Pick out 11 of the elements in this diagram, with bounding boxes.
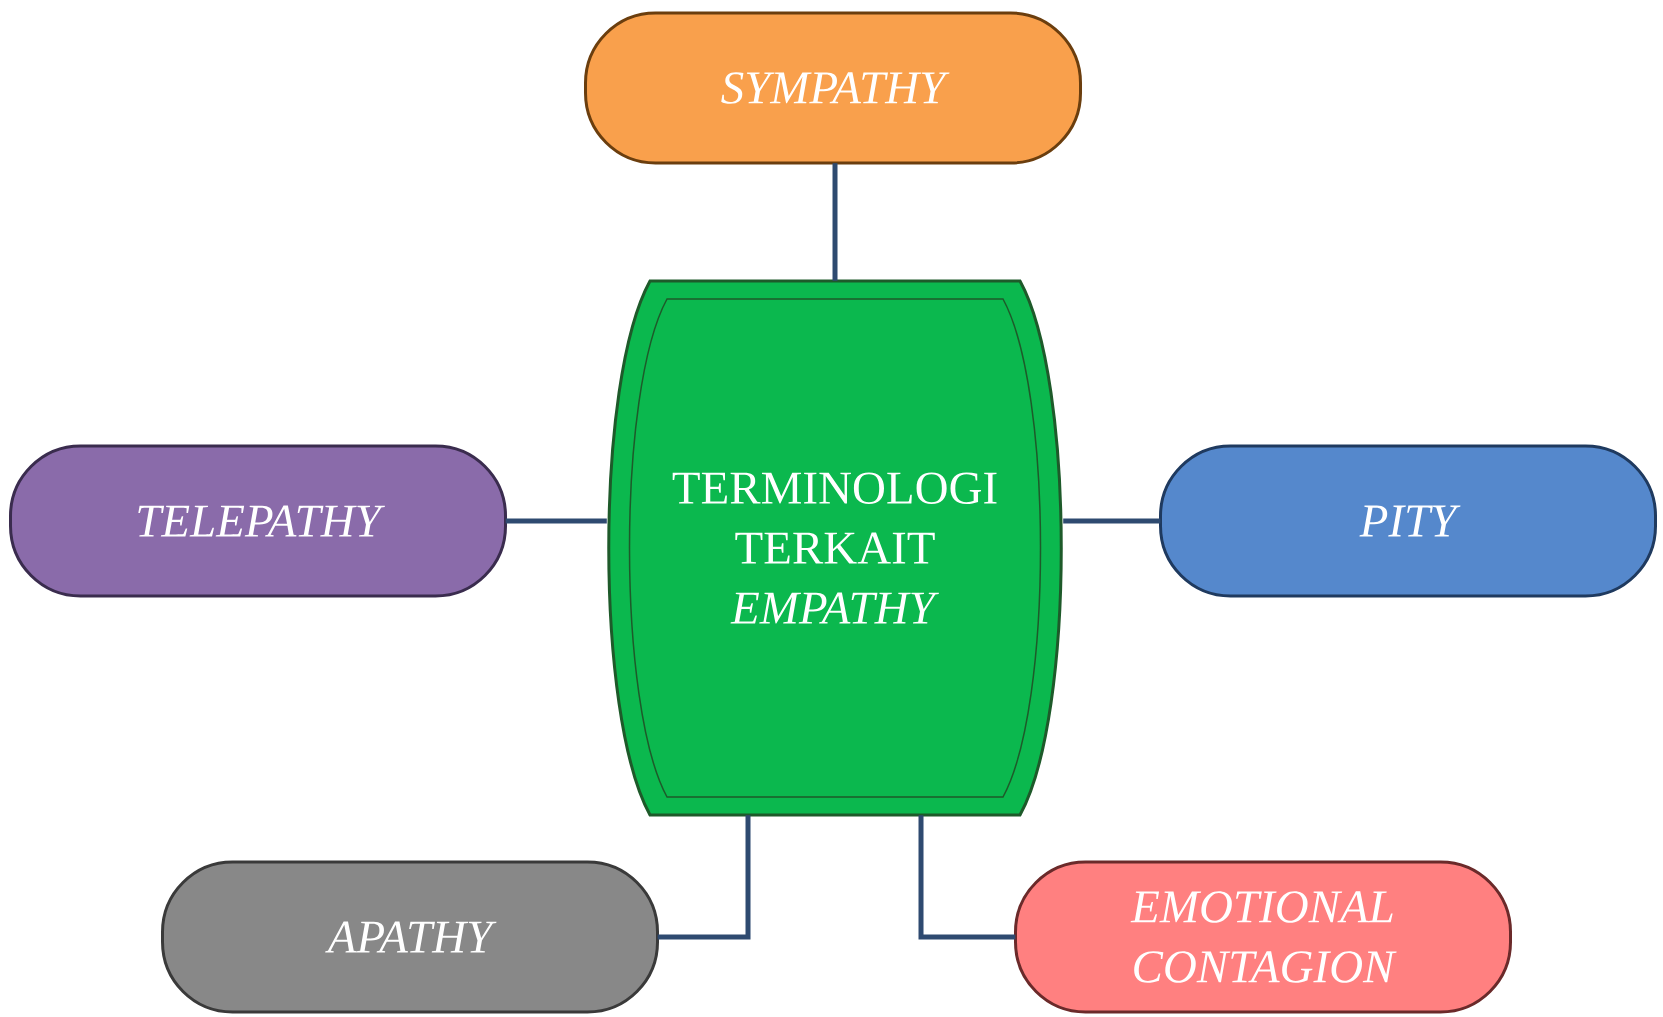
connector-line bbox=[657, 815, 751, 940]
pill-box: APATHY bbox=[161, 860, 659, 1014]
connector-line bbox=[1063, 518, 1161, 524]
connector-line bbox=[918, 815, 1016, 940]
pill-box: EMOTIONAL CONTAGION bbox=[1014, 860, 1512, 1014]
barrel-box: TERMINOLOGI TERKAIT EMPATHY bbox=[607, 279, 1063, 817]
pill-box: TELEPATHY bbox=[9, 444, 507, 598]
connector-line bbox=[832, 163, 838, 281]
connector-line bbox=[505, 518, 607, 524]
pill-box: PITY bbox=[1159, 444, 1657, 598]
pill-box: SYMPATHY bbox=[584, 11, 1082, 165]
